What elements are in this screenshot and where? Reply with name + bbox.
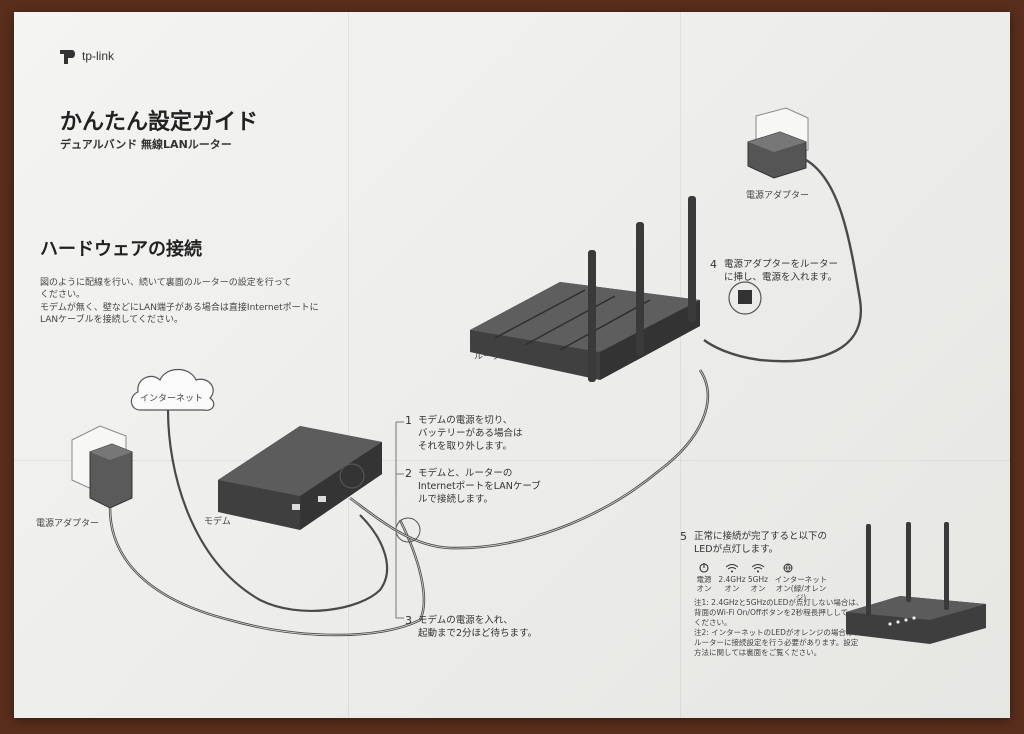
wifi-24-icon (725, 564, 739, 573)
intro-text: ください。 (40, 290, 86, 300)
step-bracket (395, 422, 404, 619)
hardware-title: ハードウェアの接続 (40, 239, 202, 260)
intro-text: 図のように配線を行い、続いて裏面のルーターの設定を行って (40, 278, 292, 288)
note-1: 背面のWi-Fi On/Offボタンを2秒程長押しして (694, 608, 849, 617)
router-device-icon (470, 196, 762, 382)
wifi-5-icon (751, 564, 765, 573)
power-adapter-top-icon (747, 107, 809, 179)
fold-line (348, 12, 349, 718)
note-2: 方法に関しては裏面をご覧ください。 (694, 648, 822, 657)
step-2-text: モデムと、ルーターの (418, 468, 513, 479)
paper-sheet (14, 12, 1010, 718)
intro-text: LANケーブルを接続してください。 (40, 315, 184, 325)
lan-cable (349, 369, 710, 550)
note-1: 注1: 2.4GHzと5GHzのLEDが点灯しない場合は、 (694, 598, 864, 607)
note-2: 注2: インターネットのLEDがオレンジの場合は、 (694, 628, 861, 637)
modem-label: モデム (204, 517, 231, 527)
step-1-text: モデムの電源を切り、 (418, 415, 513, 426)
router-small-icon (846, 522, 986, 644)
step-1-text: それを取り外します。 (418, 441, 513, 452)
power-icon (699, 563, 709, 573)
step-4-number: 4 (710, 258, 717, 271)
power-adapter-left-icon (71, 425, 133, 509)
step-5-text: 正常に接続が完了すると以下の (694, 531, 828, 542)
power-adapter-left-label: 電源アダプター (36, 519, 100, 529)
step-3-text: モデムの電源を入れ、 (418, 615, 513, 626)
tp-link-logo-icon (60, 50, 75, 64)
led-power-label: 電源オン (696, 575, 712, 593)
power-adapter-top-label: 電源アダプター (746, 191, 810, 201)
note-2: ルーターに接続設定を行う必要があります。設定 (694, 638, 859, 647)
step-4-text: 電源アダプターをルーター (724, 259, 839, 270)
step-5-text: LEDが点灯します。 (694, 544, 779, 555)
modem-device-icon (218, 426, 382, 530)
step-5-number: 5 (680, 530, 687, 543)
tp-link-logo: tp-link (58, 46, 114, 66)
guide-subtitle: デュアルバンド 無線LANルーター (60, 138, 232, 151)
internet-label: インターネット (140, 394, 204, 404)
step-2-text: InternetポートをLANケーブ (418, 481, 541, 492)
guide-title: かんたん設定ガイド (60, 110, 259, 135)
step-3-text: 起動まで2分ほど待ちます。 (418, 628, 538, 639)
note-1: ください。 (694, 618, 732, 627)
internet-cable (166, 409, 389, 612)
step-3-number: 3 (405, 614, 412, 627)
internet-cloud-icon (130, 368, 215, 411)
internet-icon (783, 563, 793, 573)
led-internet-label: インターネットオン(緑/オレンジ) (774, 575, 828, 602)
step-2-number: 2 (405, 467, 412, 480)
fold-line (680, 12, 681, 718)
step-2-text: ルで接続します。 (418, 494, 494, 505)
fold-line (14, 460, 1010, 461)
router-label: ルーター (474, 352, 511, 362)
step-4-text: に挿し、電源を入れます。 (724, 272, 838, 283)
adapter-cable (108, 507, 426, 637)
logo-text: tp-link (82, 49, 115, 63)
power-cable (703, 158, 863, 363)
step-1-text: バッテリーがある場合は (418, 428, 523, 439)
step-1-number: 1 (405, 414, 412, 427)
intro-text: モデムが無く、壁などにLAN端子がある場合は直接Internetポートに (40, 303, 319, 313)
